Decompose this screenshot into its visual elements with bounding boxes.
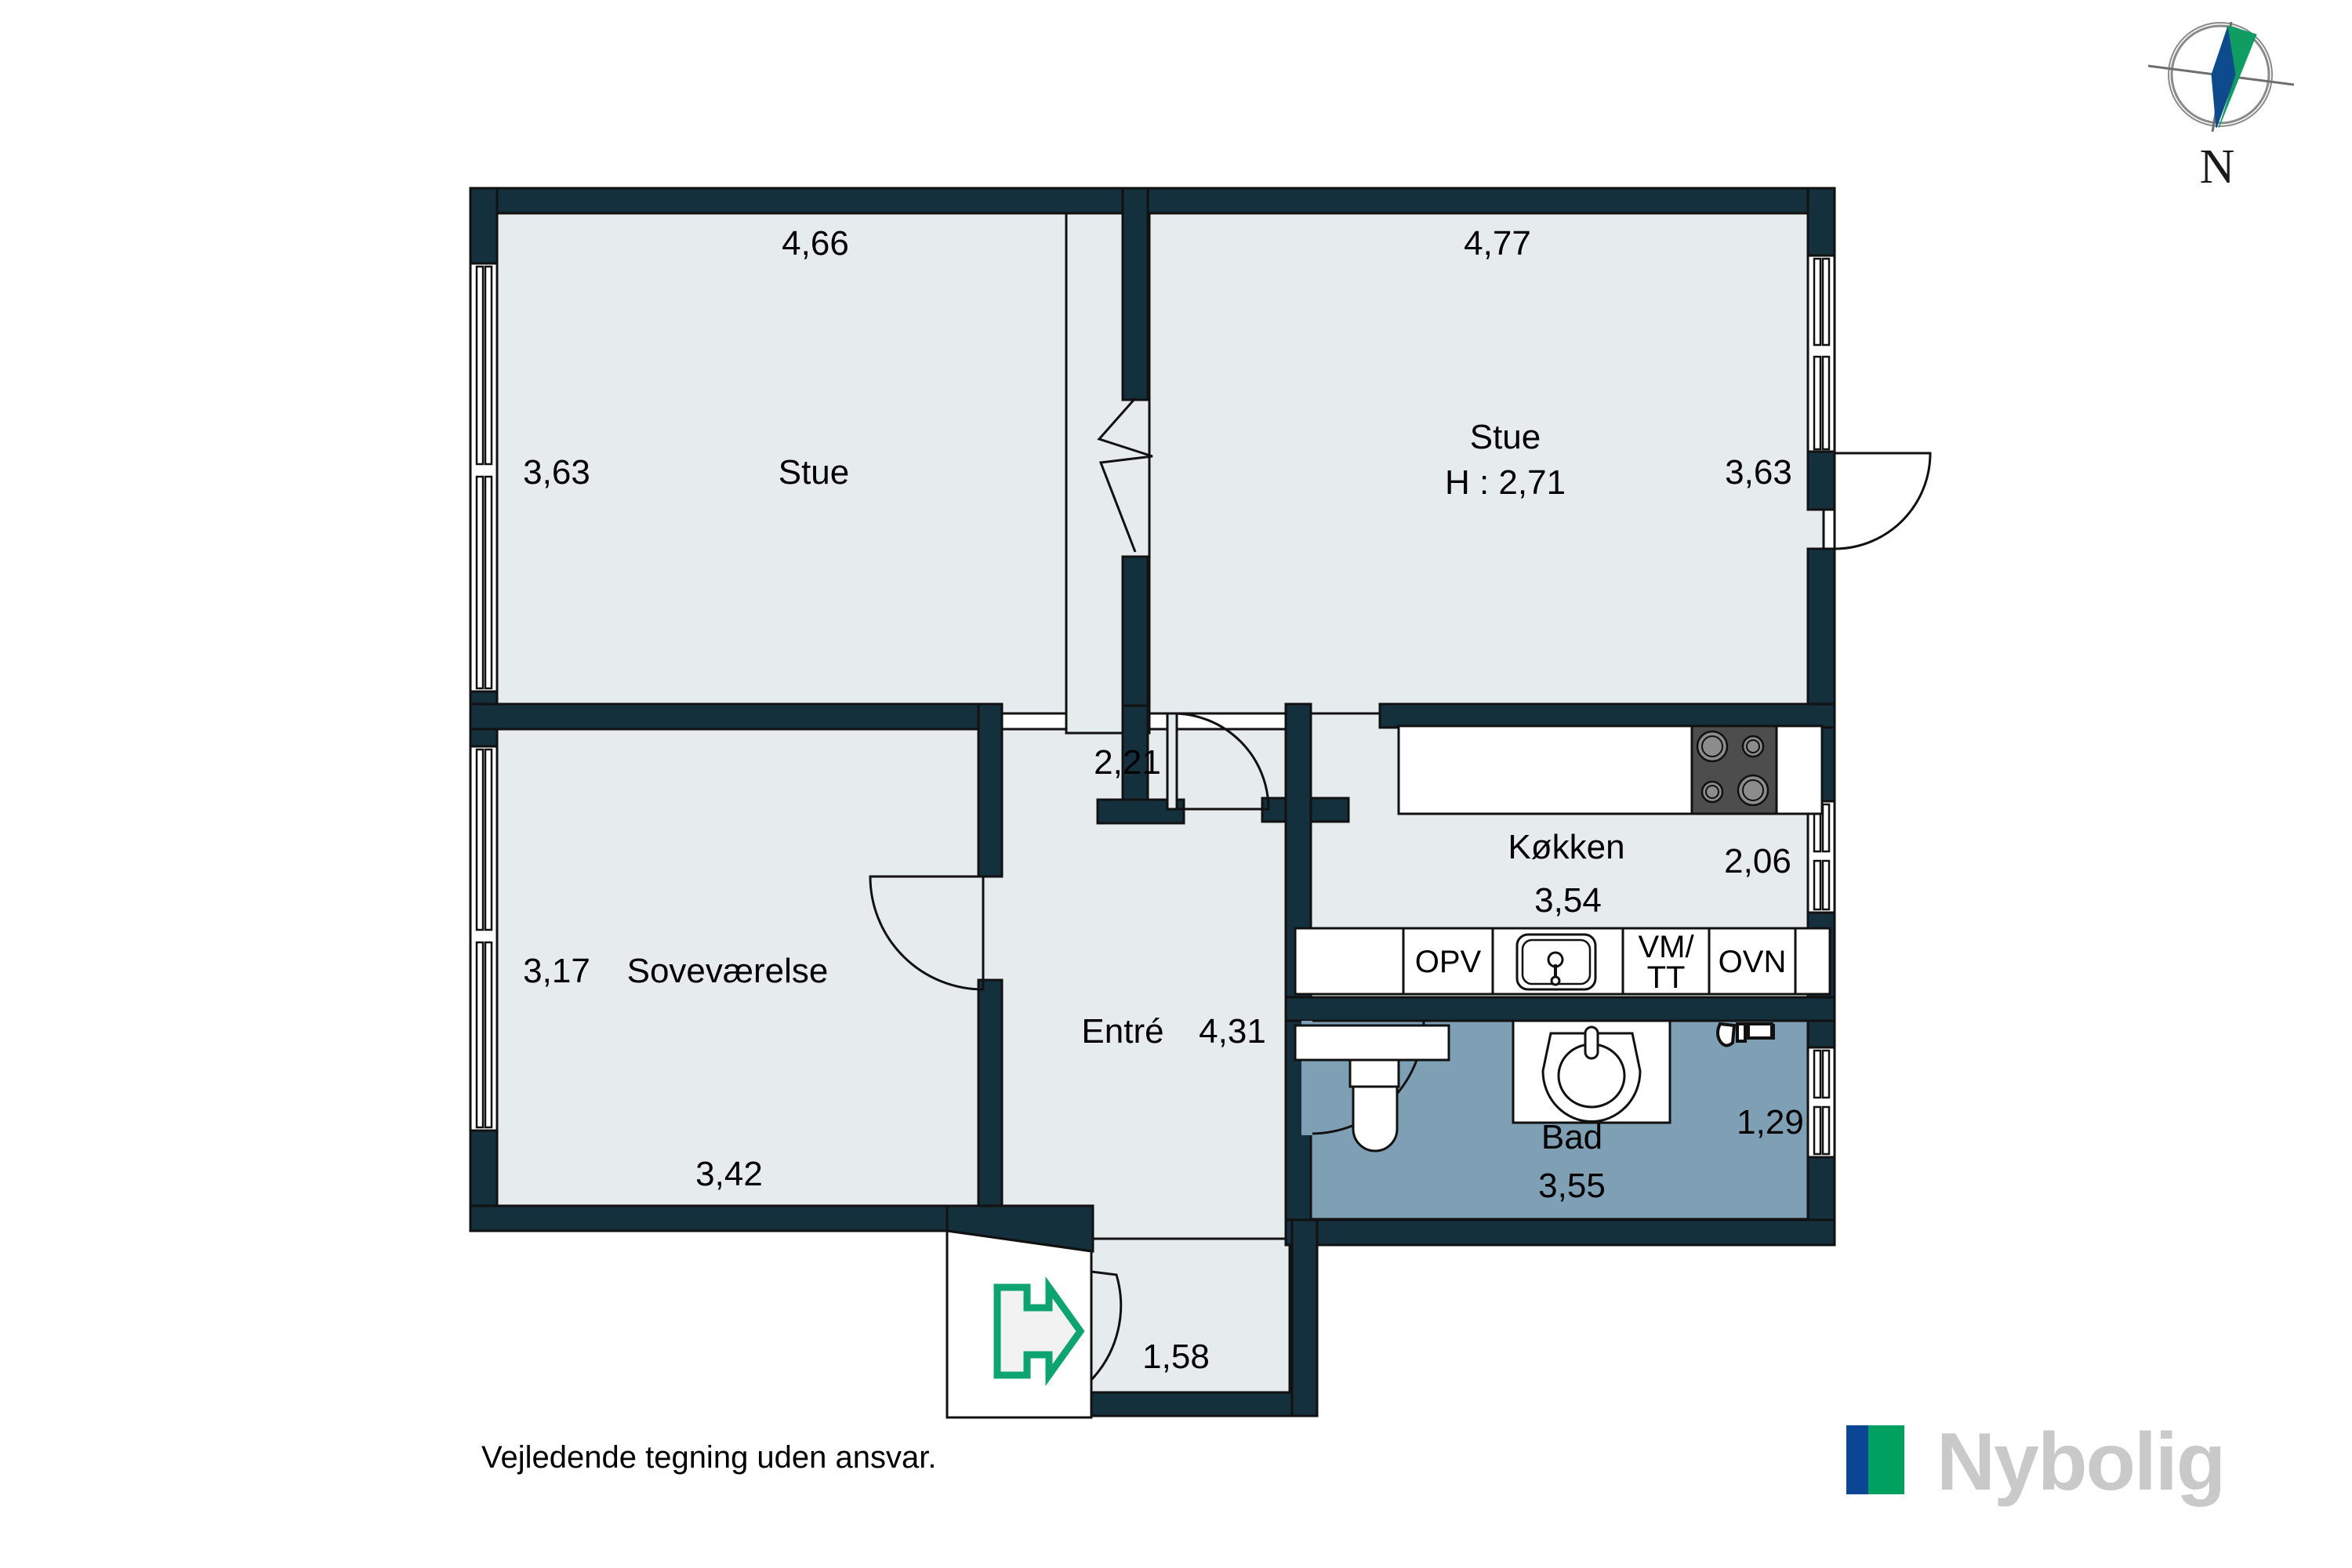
wall-bedroom-right-upper bbox=[977, 702, 1004, 878]
wall-bath-bottom bbox=[1284, 1218, 1836, 1247]
appliance-cell-blank bbox=[1294, 927, 1405, 996]
window-right-bath bbox=[1806, 1046, 1836, 1159]
label-stue-right-name: Stue bbox=[1470, 418, 1541, 456]
wall-living-divider-upper bbox=[1121, 187, 1149, 401]
door-hall-to-living bbox=[1166, 712, 1270, 811]
stove-icon bbox=[1690, 724, 1778, 815]
window-left-lower bbox=[469, 745, 499, 1132]
kitchen-fixtures bbox=[1397, 724, 1824, 815]
wall-vestibule-right bbox=[1290, 1218, 1319, 1417]
wall-hall-door-jamb-left bbox=[1121, 704, 1149, 817]
label-bad-side: 1,29 bbox=[1737, 1103, 1804, 1142]
wall-right-mid-stub-a bbox=[1806, 447, 1836, 511]
wall-top-exterior bbox=[469, 187, 1836, 215]
label-appliance-opv: OPV bbox=[1415, 945, 1482, 979]
plan-text-labels: 4,66 3,63 Stue 4,77 Stue H : 2,71 3,63 2… bbox=[523, 224, 1804, 1376]
label-stue-right-ceiling: H : 2,71 bbox=[1445, 463, 1566, 502]
wall-living-divider-lower bbox=[1121, 555, 1149, 707]
wall-left-top-stub bbox=[469, 187, 499, 268]
wall-vestibule-corner-angled bbox=[946, 1204, 1094, 1253]
washbasin-icon bbox=[1512, 1019, 1671, 1124]
wall-right-top-stub bbox=[1806, 187, 1836, 259]
label-sovevaerelse-name: Soveværelse bbox=[627, 952, 829, 990]
label-bad-width: 3,55 bbox=[1538, 1167, 1606, 1205]
sink-icon bbox=[1515, 933, 1597, 991]
label-stue-left-top: 4,66 bbox=[782, 224, 849, 263]
label-entre-name: Entré bbox=[1081, 1012, 1163, 1051]
compass-north-label: N bbox=[2200, 140, 2235, 194]
label-bad-name: Bad bbox=[1541, 1118, 1602, 1156]
appliance-cell-vmtt bbox=[1621, 927, 1711, 996]
appliance-cell-blank-right bbox=[1794, 927, 1831, 996]
label-appliance-vm-line2: TT bbox=[1647, 960, 1686, 995]
label-appliance-ovn: OVN bbox=[1719, 945, 1787, 979]
wall-bottom-bedroom bbox=[469, 1204, 1005, 1232]
label-entre-bottom: 1,58 bbox=[1142, 1338, 1210, 1376]
window-left-upper bbox=[469, 262, 499, 693]
window-right-upper bbox=[1806, 254, 1836, 453]
label-koekken-side: 2,06 bbox=[1724, 842, 1791, 880]
compass-needle-green bbox=[2218, 25, 2257, 129]
label-sovevaerelse-side: 3,17 bbox=[523, 952, 590, 990]
door-bedroom bbox=[869, 875, 985, 991]
nybolig-logo: Nybolig bbox=[1846, 1417, 2226, 1508]
door-entrance bbox=[1090, 1270, 1123, 1383]
kitchen-cabinet-end bbox=[1775, 724, 1824, 815]
appliance-cell-opv bbox=[1402, 927, 1494, 996]
toilet-icon bbox=[1348, 1058, 1400, 1152]
label-koekken-name: Køkken bbox=[1508, 828, 1624, 866]
logo-square-blue bbox=[1846, 1425, 1868, 1494]
entrance-arrow-icon bbox=[993, 1276, 1085, 1387]
bath-vanity-counter bbox=[1294, 1024, 1450, 1062]
label-entre-width: 4,31 bbox=[1199, 1012, 1266, 1051]
wall-divider-living-bedroom bbox=[469, 702, 989, 731]
label-stue-left-side: 3,63 bbox=[523, 453, 590, 492]
label-appliance-vm-line1: VM/ bbox=[1638, 930, 1694, 964]
bathroom-fixtures bbox=[1294, 1019, 1775, 1152]
wall-vestibule-bottom bbox=[1066, 1391, 1319, 1417]
label-stue-right-side: 3,63 bbox=[1725, 453, 1792, 492]
shower-mixer-icon bbox=[1716, 1022, 1775, 1047]
appliance-row bbox=[1294, 927, 1831, 996]
label-sovevaerelse-bottom: 3,42 bbox=[695, 1155, 763, 1193]
logo-square-green bbox=[1868, 1425, 1904, 1494]
wall-bedroom-right-lower bbox=[977, 978, 1004, 1232]
label-koekken-width: 3,54 bbox=[1534, 881, 1602, 920]
disclaimer-text: Vejledende tegning uden ansvar. bbox=[481, 1440, 937, 1475]
wall-kitchen-top bbox=[1378, 702, 1836, 729]
window-right-kitchen bbox=[1806, 800, 1836, 914]
room-fill-stue-right bbox=[1148, 198, 1825, 715]
room-fill-stue-left bbox=[480, 198, 1149, 715]
appliance-cell-ovn bbox=[1708, 927, 1797, 996]
label-hall-top: 2,21 bbox=[1094, 743, 1161, 782]
entrance-panel bbox=[946, 1229, 1093, 1419]
compass-rose: N bbox=[2147, 21, 2295, 194]
room-fills bbox=[480, 198, 1825, 1405]
label-stue-left-name: Stue bbox=[779, 453, 850, 492]
walls bbox=[469, 187, 1836, 1417]
windows bbox=[469, 254, 1836, 1159]
logo-wordmark: Nybolig bbox=[1936, 1417, 2224, 1508]
partition-sliding-doors bbox=[1097, 397, 1153, 553]
label-stue-right-top: 4,77 bbox=[1464, 224, 1531, 263]
wall-kitchen-bath-divider bbox=[1284, 996, 1836, 1022]
door-balcony-right bbox=[1833, 452, 1932, 550]
